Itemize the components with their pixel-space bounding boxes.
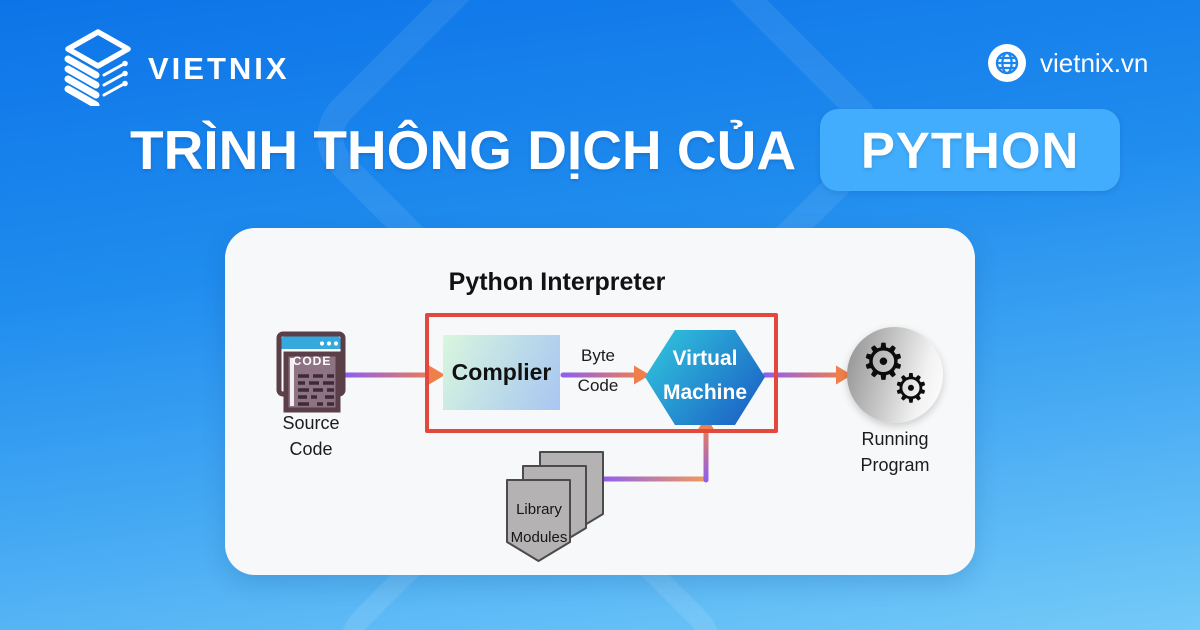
brand-logo: VIETNIX <box>58 26 290 111</box>
library-label-line2: Modules <box>510 529 568 546</box>
running-program-label: Running Program <box>839 426 951 478</box>
page-title: TRÌNH THÔNG DỊCH CỦA PYTHON <box>130 104 1121 196</box>
brand-name: VIETNIX <box>148 50 290 86</box>
title-highlight-chip: PYTHON <box>820 109 1121 191</box>
diagram-connectors <box>342 330 852 562</box>
source-code-icon-text: CODE <box>292 354 332 368</box>
library-label-line1: Library <box>516 501 562 518</box>
globe-icon <box>988 44 1026 82</box>
arrow-source-to-compiler <box>342 365 445 385</box>
vietnix-layers-icon <box>58 26 138 111</box>
title-highlight: PYTHON <box>860 121 1080 179</box>
running-label-line2: Program <box>860 455 930 475</box>
gear-icon: ⚙ <box>861 334 906 390</box>
diagram-card: Python Interpreter <box>225 228 975 575</box>
running-program-icon: ⚙ ⚙ <box>847 327 943 423</box>
title-prefix: TRÌNH THÔNG DỊCH CỦA <box>130 119 797 181</box>
virtual-machine-hexagon <box>645 330 765 425</box>
source-label-line1: Source <box>282 413 340 433</box>
arrow-vm-to-running <box>762 365 852 385</box>
interpreter-frame <box>425 313 778 433</box>
vm-label-line2: Machine <box>662 381 748 404</box>
source-code-icon <box>276 331 346 413</box>
library-modules-icon <box>506 451 604 562</box>
byte-code-label-line2: Code <box>577 376 619 395</box>
arrow-compiler-to-vm <box>560 365 650 385</box>
virtual-machine-label: Virtual Machine <box>643 342 767 410</box>
compiler-box: Complier <box>443 335 560 410</box>
byte-code-label-line1: Byte <box>580 346 616 365</box>
library-modules-label: Library Modules <box>507 496 571 552</box>
running-label-line1: Running <box>861 429 929 449</box>
source-label-line2: Code <box>289 439 333 459</box>
gear-icon: ⚙ <box>893 367 929 411</box>
website-link: vietnix.vn <box>988 44 1148 82</box>
diagram-heading: Python Interpreter <box>448 268 666 296</box>
website-url: vietnix.vn <box>1040 47 1149 78</box>
vm-label-line1: Virtual <box>672 347 738 370</box>
source-code-label: Source Code <box>255 410 367 462</box>
compiler-label: Complier <box>451 359 552 385</box>
